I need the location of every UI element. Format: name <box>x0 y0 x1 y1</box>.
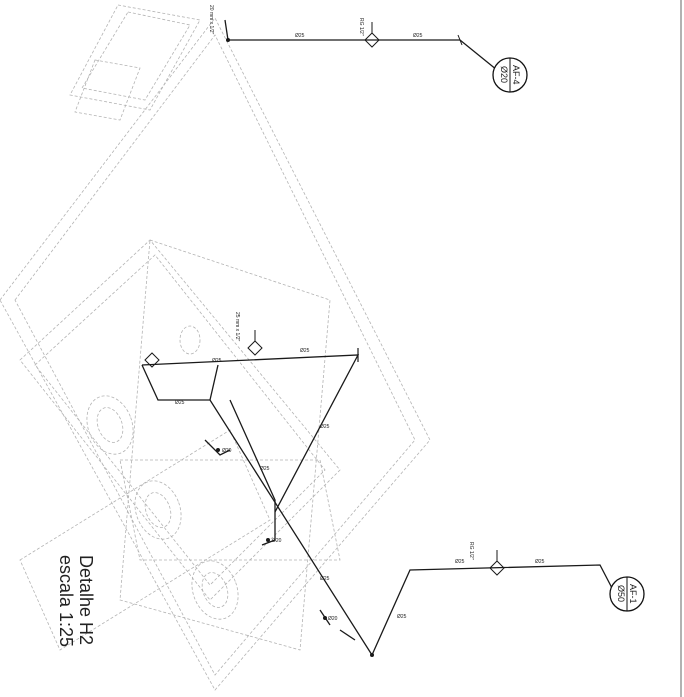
tag-af4-line2: Ø20 <box>499 66 509 83</box>
svg-text:Ø25: Ø25 <box>455 559 465 565</box>
title-scale: escala 1:25 <box>56 555 76 647</box>
pipe-network-middle: Ø25 Ø25 Ø25 Ø25 Ø25 Ø25 Ø25 Ø25 Ø25 Ø20 … <box>141 312 614 657</box>
svg-text:Ø20: Ø20 <box>272 538 282 544</box>
svg-text:RG 1/2": RG 1/2" <box>358 18 364 36</box>
pipe-branch-upper: Ø25 Ø25 RG 1/2" 20 mm x 1/2" <box>208 5 498 71</box>
svg-text:Ø20: Ø20 <box>222 448 232 454</box>
svg-text:Ø25: Ø25 <box>397 614 407 620</box>
svg-text:Ø20: Ø20 <box>328 616 338 622</box>
tag-af4-line1: AF-4 <box>511 65 521 85</box>
svg-text:25 mm x 1/2": 25 mm x 1/2" <box>234 312 240 342</box>
svg-text:Ø25: Ø25 <box>175 400 185 406</box>
svg-text:Ø25: Ø25 <box>260 466 270 472</box>
drawing-title: Detalhe H2 escala 1:25 <box>56 555 96 647</box>
svg-text:Ø25: Ø25 <box>300 348 310 354</box>
svg-text:Ø25: Ø25 <box>413 33 423 39</box>
tag-af1-line2: Ø50 <box>616 585 626 602</box>
svg-text:20 mm x 1/2": 20 mm x 1/2" <box>208 5 214 35</box>
svg-text:Ø25: Ø25 <box>320 424 330 430</box>
background-architecture <box>0 4 431 691</box>
title-name: Detalhe H2 <box>76 555 96 645</box>
tag-af4: AF-4 Ø20 <box>492 57 528 93</box>
tag-af1: AF-1 Ø50 <box>609 576 645 612</box>
svg-text:Ø25: Ø25 <box>535 559 545 565</box>
svg-text:RG 1/2": RG 1/2" <box>468 542 474 560</box>
svg-text:Ø25: Ø25 <box>212 358 222 364</box>
tag-af1-line1: AF-1 <box>628 584 638 604</box>
svg-text:Ø25: Ø25 <box>320 576 330 582</box>
svg-text:Ø25: Ø25 <box>295 33 305 39</box>
